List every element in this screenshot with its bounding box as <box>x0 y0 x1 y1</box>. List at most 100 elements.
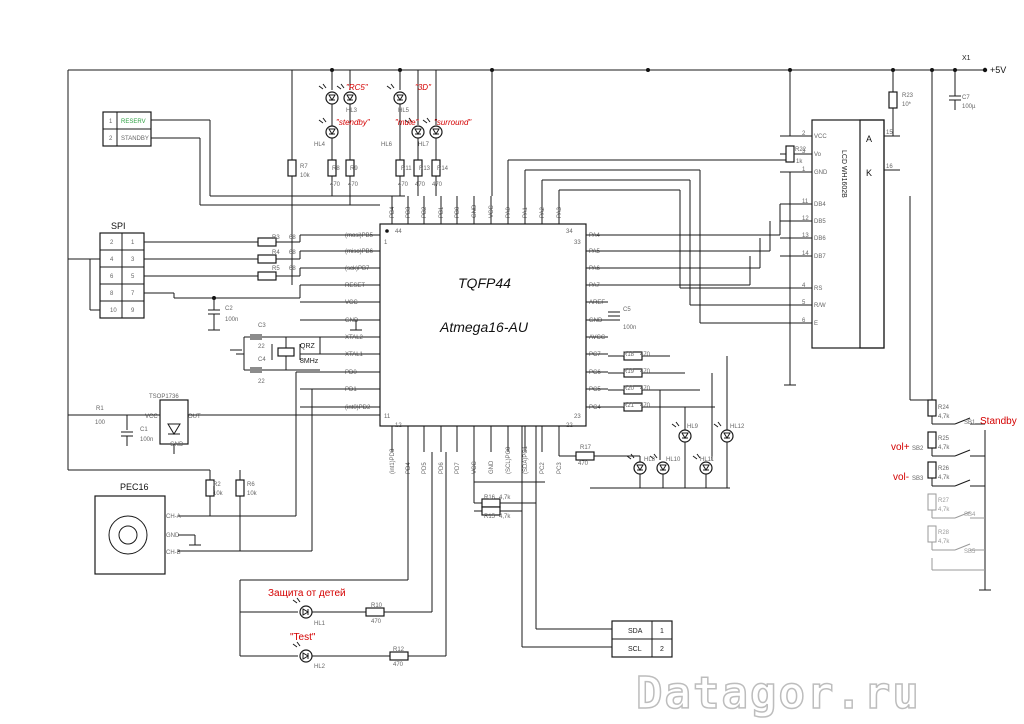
mcu-pin-label: (int1)PD3 <box>390 448 396 474</box>
mcu-pin-label: PB0 <box>455 206 461 218</box>
button-contact <box>954 511 971 519</box>
spi-pin: 4 <box>110 257 114 263</box>
mcu-pin-label: (SCL)PC0 <box>506 446 512 474</box>
mcu-pin-label: (SDA)PC1 <box>523 445 529 474</box>
res-ref: R22 <box>795 147 807 153</box>
conn-label: RESERV <box>121 119 146 125</box>
supply-rail: X1 +5V <box>67 55 1006 471</box>
btn-ref: SB3 <box>912 476 924 482</box>
pin-num: 33 <box>574 240 581 246</box>
lcd-pin-label: VCC <box>814 134 827 140</box>
res-val: 4,7k <box>499 514 511 520</box>
led-ray <box>322 117 327 123</box>
led-ref: HL2 <box>314 664 326 670</box>
res-ref: R26 <box>938 466 950 472</box>
res-ref: R9 <box>350 166 358 172</box>
mcu-pin-label: PB1 <box>439 206 445 218</box>
crystal-ref: QRZ <box>300 343 316 350</box>
led <box>656 461 670 475</box>
resistor <box>927 525 937 543</box>
led-ref: HL6 <box>381 142 393 148</box>
res-val: 100 <box>95 420 106 426</box>
spi-pin: 2 <box>110 240 114 246</box>
led-diode <box>702 464 710 471</box>
lcd-pin-label: DB5 <box>814 219 826 225</box>
lcd-pin-number: 1 <box>802 167 806 173</box>
mcu-pin-label: PC5 <box>589 387 601 393</box>
res-ref: R2 <box>213 482 221 488</box>
res-ref: R28 <box>938 530 950 536</box>
res-val: 470 <box>640 386 651 392</box>
lcd-pin-number: 4 <box>802 283 806 289</box>
led-ray <box>292 643 298 648</box>
resistor <box>287 159 297 177</box>
spi-pin: 10 <box>110 308 117 314</box>
led-diode <box>414 128 422 135</box>
lcd-pin-label: E <box>814 321 818 327</box>
led-ray <box>296 597 301 603</box>
led-ray <box>422 119 428 124</box>
lcd-pin-label: DB7 <box>814 254 826 260</box>
mcu-chip: TQFP44 Atmega16-AU 44 1 33 34 11 12 22 2… <box>300 196 608 474</box>
led-ray <box>340 83 345 89</box>
pin-num: 23 <box>574 414 581 420</box>
conn-label: STANDBY <box>121 136 149 142</box>
lcd-pin-number: 14 <box>802 251 809 257</box>
led-ray <box>713 423 719 428</box>
btn-ref: SB2 <box>912 446 924 452</box>
mcu-pins: (mosi)PB5(miso)PB6(sck)PB7RESETVCCGNDXTA… <box>300 196 608 474</box>
res-val: 470 <box>640 403 651 409</box>
led <box>325 91 339 105</box>
cap-ref: C3 <box>258 323 266 329</box>
mcu-pin-label: GND <box>345 318 359 324</box>
led-ref: HL5 <box>398 108 410 114</box>
spi-pin: 8 <box>110 291 114 297</box>
res-val: 1k <box>796 159 803 165</box>
led-ray <box>318 85 324 90</box>
led <box>720 429 734 443</box>
led-ray <box>630 453 635 459</box>
led-ray <box>318 119 324 124</box>
enc-pin: CH-A <box>166 514 181 520</box>
res-ref: R27 <box>938 498 950 504</box>
led <box>633 461 647 475</box>
led-diode <box>681 432 689 439</box>
pin-num: 22 <box>566 423 573 429</box>
led-ref: HL10 <box>666 457 681 463</box>
res-val: 10k <box>247 491 258 497</box>
res-ref: R25 <box>938 436 950 442</box>
mcu-pin-label: VCC <box>489 205 495 218</box>
led <box>393 91 407 105</box>
btn-label: vol- <box>893 472 909 483</box>
led-ray <box>626 455 632 460</box>
spi-pin: 9 <box>131 308 135 314</box>
led-ray <box>649 455 655 460</box>
mcu-pin-label: PD1 <box>345 387 357 393</box>
mcu-pin-label: (int0)PD2 <box>345 405 371 411</box>
led-diode <box>328 94 336 101</box>
led <box>678 429 692 443</box>
res-ref: R19 <box>623 369 635 375</box>
lcd-pin-number: 12 <box>802 216 809 222</box>
cap-ref: C7 <box>962 95 970 101</box>
res-val: 470 <box>348 182 359 188</box>
res-val: 470 <box>640 369 651 375</box>
res-ref: R10 <box>371 603 383 609</box>
mcu-pin-label: PB2 <box>422 206 428 218</box>
ir-receiver: TSOP1736 VCC OUT GND <box>68 394 380 454</box>
mcu-pin-label: PA3 <box>557 206 563 218</box>
lcd-pin-number: 15 <box>886 130 893 136</box>
btn-label: vol+ <box>891 442 910 453</box>
resistor <box>235 479 245 497</box>
i2c-connector: SDA 1 SCL 2 <box>521 426 673 658</box>
res-ref: R23 <box>902 93 914 99</box>
res-val: 470 <box>432 182 443 188</box>
led-diode <box>302 652 309 660</box>
led-ref: HL3 <box>346 108 358 114</box>
res-ref: R11 <box>401 166 412 172</box>
ir-pin: VCC <box>145 414 158 420</box>
res-ref: R5 <box>272 266 280 272</box>
mcu-pin-label: PA4 <box>589 233 601 239</box>
